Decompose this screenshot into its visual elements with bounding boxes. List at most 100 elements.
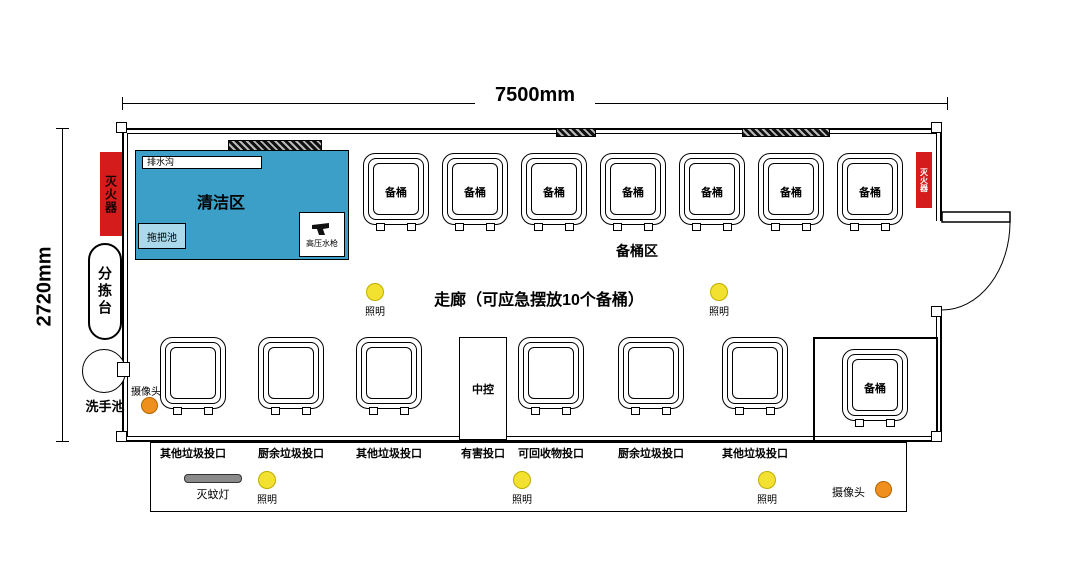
bin-wheel [400, 407, 409, 415]
spare-bin: 备桶 [679, 153, 745, 231]
bin-lid [526, 158, 582, 220]
drain-channel: 排水沟 [142, 156, 262, 169]
bin-lid-inner [531, 163, 577, 215]
bin-lid-inner [847, 163, 893, 215]
bin-wheel [486, 223, 495, 231]
cleaning-area: 排水沟 清洁区 拖把池 高压水枪 [135, 150, 349, 260]
bin-lid-inner [628, 347, 674, 399]
bin-lid [361, 342, 417, 404]
camera-label: 摄像头 [131, 387, 161, 398]
camera-icon [875, 481, 892, 498]
fire-extinguisher: 灭火器 [100, 152, 122, 236]
bin-lid [605, 158, 661, 220]
bin-wheel [565, 223, 574, 231]
column-marker [116, 122, 127, 133]
column-marker [931, 122, 942, 133]
door [941, 211, 1011, 311]
bin-lid-inner [768, 163, 814, 215]
corridor-light-1-label: 照明 [365, 307, 385, 318]
spare-bin-area-label: 备桶区 [616, 243, 658, 259]
bin-label: 备桶 [699, 184, 725, 200]
width-dimension-label: 7500mm [475, 84, 595, 107]
bin-lid [684, 158, 740, 220]
bin-wheel [766, 407, 775, 415]
bin-lid [842, 158, 898, 220]
bin-lid-inner [170, 347, 216, 399]
corridor-light-2-label: 照明 [709, 307, 729, 318]
bin-lid [763, 158, 819, 220]
water-gun-station: 高压水枪 [299, 212, 345, 257]
waste-bin [258, 337, 324, 415]
bin-wheel [376, 223, 385, 231]
camera-label: 摄像头 [832, 487, 865, 499]
spare-bin: 备桶 [363, 153, 429, 231]
column-marker [116, 431, 127, 442]
wall-vent [742, 128, 830, 137]
dimension-tick [122, 97, 123, 110]
exterior-strip [150, 442, 907, 512]
spare-bin: 备桶 [842, 349, 908, 427]
waste-bin [722, 337, 788, 415]
bin-wheel [407, 223, 416, 231]
spare-bin: 备桶 [758, 153, 824, 231]
wall-vent [228, 140, 322, 151]
inlet-label: 可回收物投口 [518, 448, 584, 460]
bin-wheel [369, 407, 378, 415]
bin-wheel [173, 407, 182, 415]
bin-wheel [534, 223, 543, 231]
bin-lid [263, 342, 319, 404]
bin-label: 备桶 [857, 184, 883, 200]
bin-label: 备桶 [620, 184, 646, 200]
mosquito-lamp-icon [184, 474, 242, 483]
door-swing-arc [941, 221, 1011, 311]
strip-light-3-label: 照明 [757, 495, 777, 506]
waste-bin [618, 337, 684, 415]
spare-bin: 备桶 [521, 153, 587, 231]
water-gun-icon [312, 222, 329, 235]
bin-label: 备桶 [778, 184, 804, 200]
bin-label: 备桶 [462, 184, 488, 200]
camera-icon [141, 397, 158, 414]
inlet-label: 厨余垃圾投口 [618, 448, 684, 460]
bin-lid-inner [528, 347, 574, 399]
spare-bin: 备桶 [442, 153, 508, 231]
bin-wheel [735, 407, 744, 415]
strip-light-2-label: 照明 [512, 495, 532, 506]
waste-bin [356, 337, 422, 415]
bin-label: 备桶 [862, 380, 888, 396]
bin-lid [623, 342, 679, 404]
mosquito-lamp-label: 灭蚊灯 [196, 489, 230, 501]
door-opening [936, 221, 946, 311]
bin-wheel [771, 223, 780, 231]
bin-lid [165, 342, 221, 404]
bin-lid-inner [689, 163, 735, 215]
strip-light-3-icon [758, 471, 776, 489]
dimension-tick [56, 128, 69, 129]
bin-lid [523, 342, 579, 404]
bin-wheel [692, 223, 701, 231]
hand-sink-label: 洗手池 [85, 399, 125, 414]
corridor-light-1-icon [366, 283, 384, 301]
inlet-label: 有害投口 [461, 448, 505, 460]
strip-light-2-icon [513, 471, 531, 489]
spare-bin: 备桶 [600, 153, 666, 231]
corridor-label: 走廊（可应急摆放10个备桶） [434, 292, 644, 309]
dimension-tick [947, 97, 948, 110]
inlet-label: 其他垃圾投口 [160, 448, 226, 460]
waste-bin [160, 337, 226, 415]
bin-lid [847, 354, 903, 416]
inlet-label: 厨余垃圾投口 [258, 448, 324, 460]
sorting-table: 分拣台 [88, 243, 122, 340]
door-leaf [941, 211, 1011, 223]
bin-lid [447, 158, 503, 220]
bin-wheel [631, 407, 640, 415]
bin-lid-inner [268, 347, 314, 399]
spare-bin: 备桶 [837, 153, 903, 231]
bin-lid-inner [852, 359, 898, 411]
bin-label: 备桶 [383, 184, 409, 200]
bin-wheel [302, 407, 311, 415]
bin-wheel [455, 223, 464, 231]
bin-wheel [204, 407, 213, 415]
bin-wheel [855, 419, 864, 427]
